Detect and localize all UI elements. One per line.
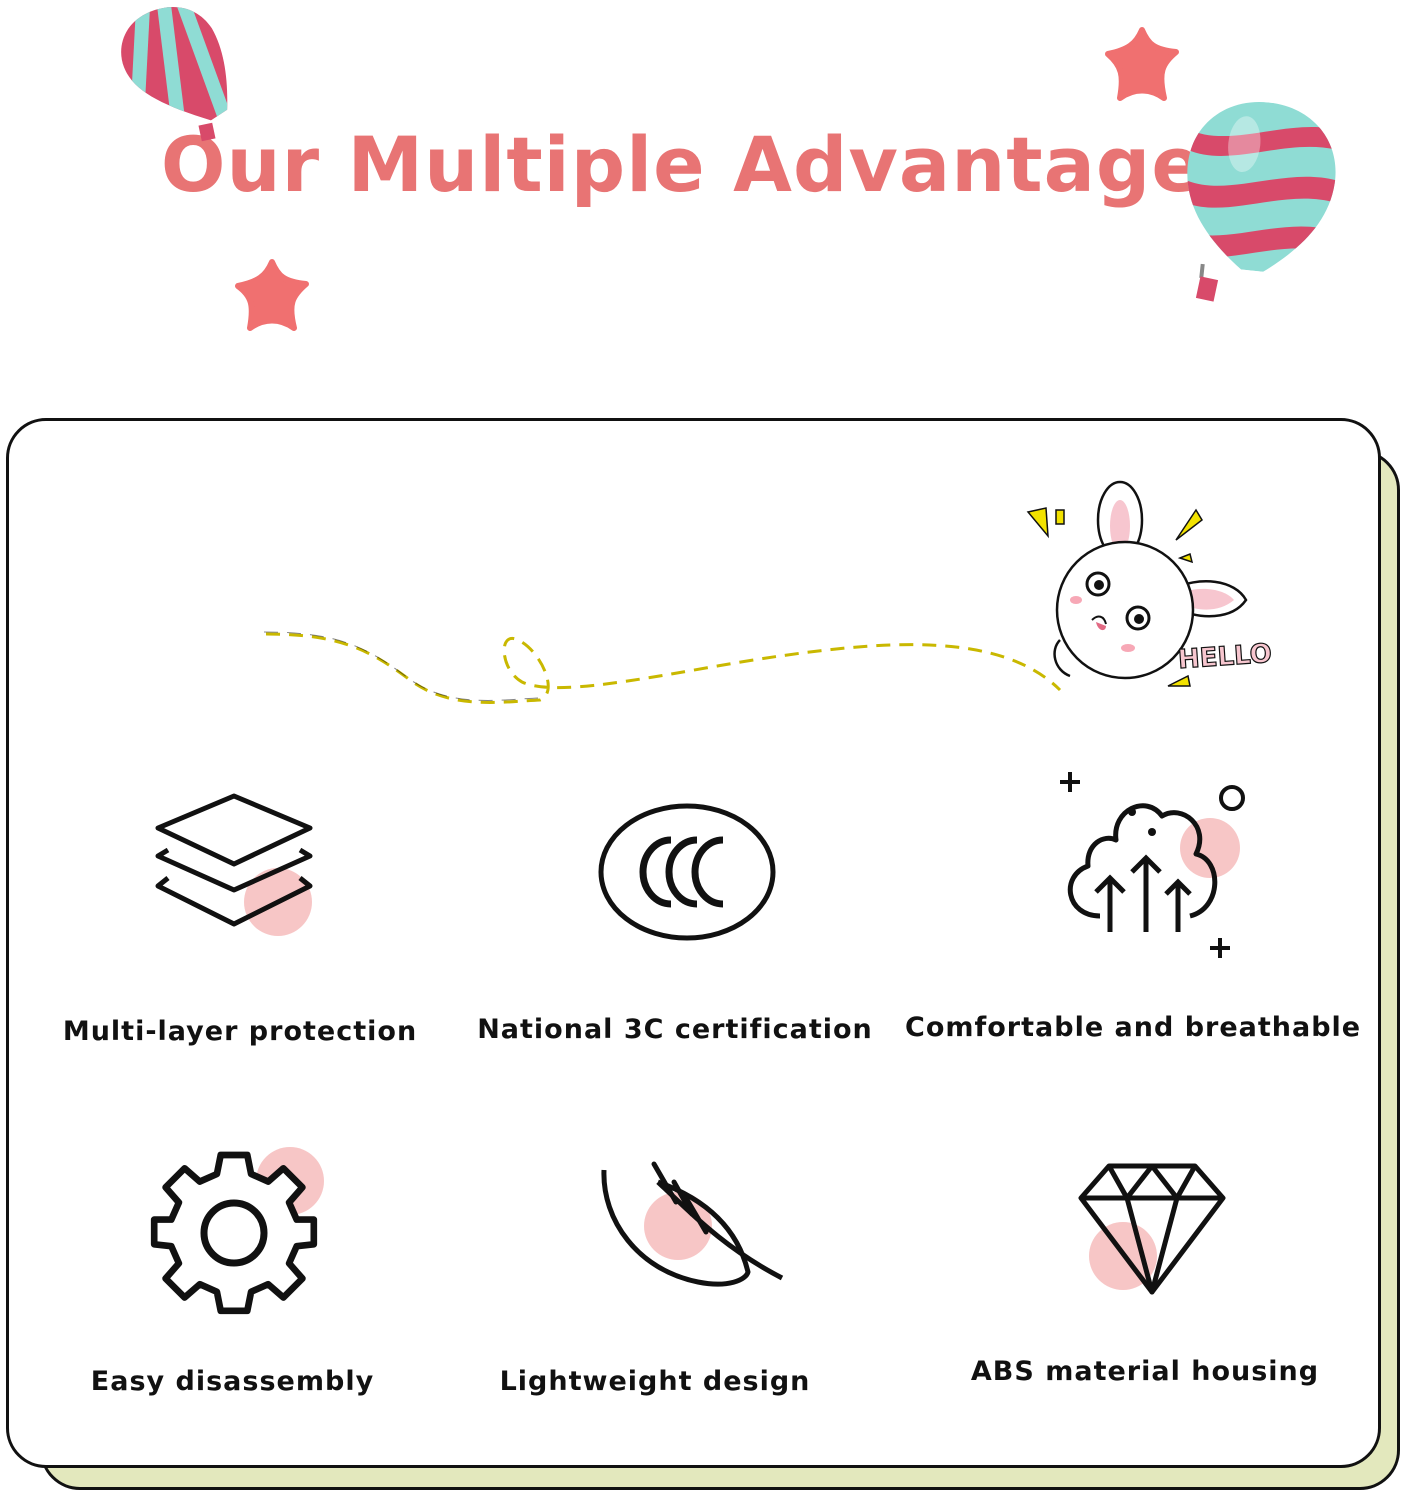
diamond-icon xyxy=(1078,1163,1226,1295)
dashed-trail xyxy=(263,631,1062,704)
ccc-certification-icon xyxy=(598,803,776,941)
feature-label-abs-material-housing: ABS material housing xyxy=(970,1356,1320,1387)
feature-label-easy-disassembly: Easy disassembly xyxy=(90,1366,375,1397)
feature-label-comfortable-and-breathable: Comfortable and breathable xyxy=(905,1012,1362,1043)
hot-air-balloon-icon xyxy=(1180,96,1340,302)
feather-icon xyxy=(601,1161,784,1287)
feature-label-multi-layer-protection: Multi-layer protection xyxy=(62,1016,418,1047)
star-icon xyxy=(235,259,309,331)
feature-label-lightweight-design: Lightweight design xyxy=(499,1366,811,1397)
gear-icon xyxy=(150,1147,324,1315)
layers-icon xyxy=(155,793,313,936)
page-title: Our Multiple Advantages xyxy=(160,120,1251,209)
hot-air-balloon-icon xyxy=(118,2,228,142)
feature-label-national-3c-certification: National 3C certification xyxy=(477,1014,873,1045)
star-icon xyxy=(1105,27,1179,101)
bunny-illustration xyxy=(1026,480,1248,687)
breathable-cloud-icon xyxy=(1060,772,1245,958)
